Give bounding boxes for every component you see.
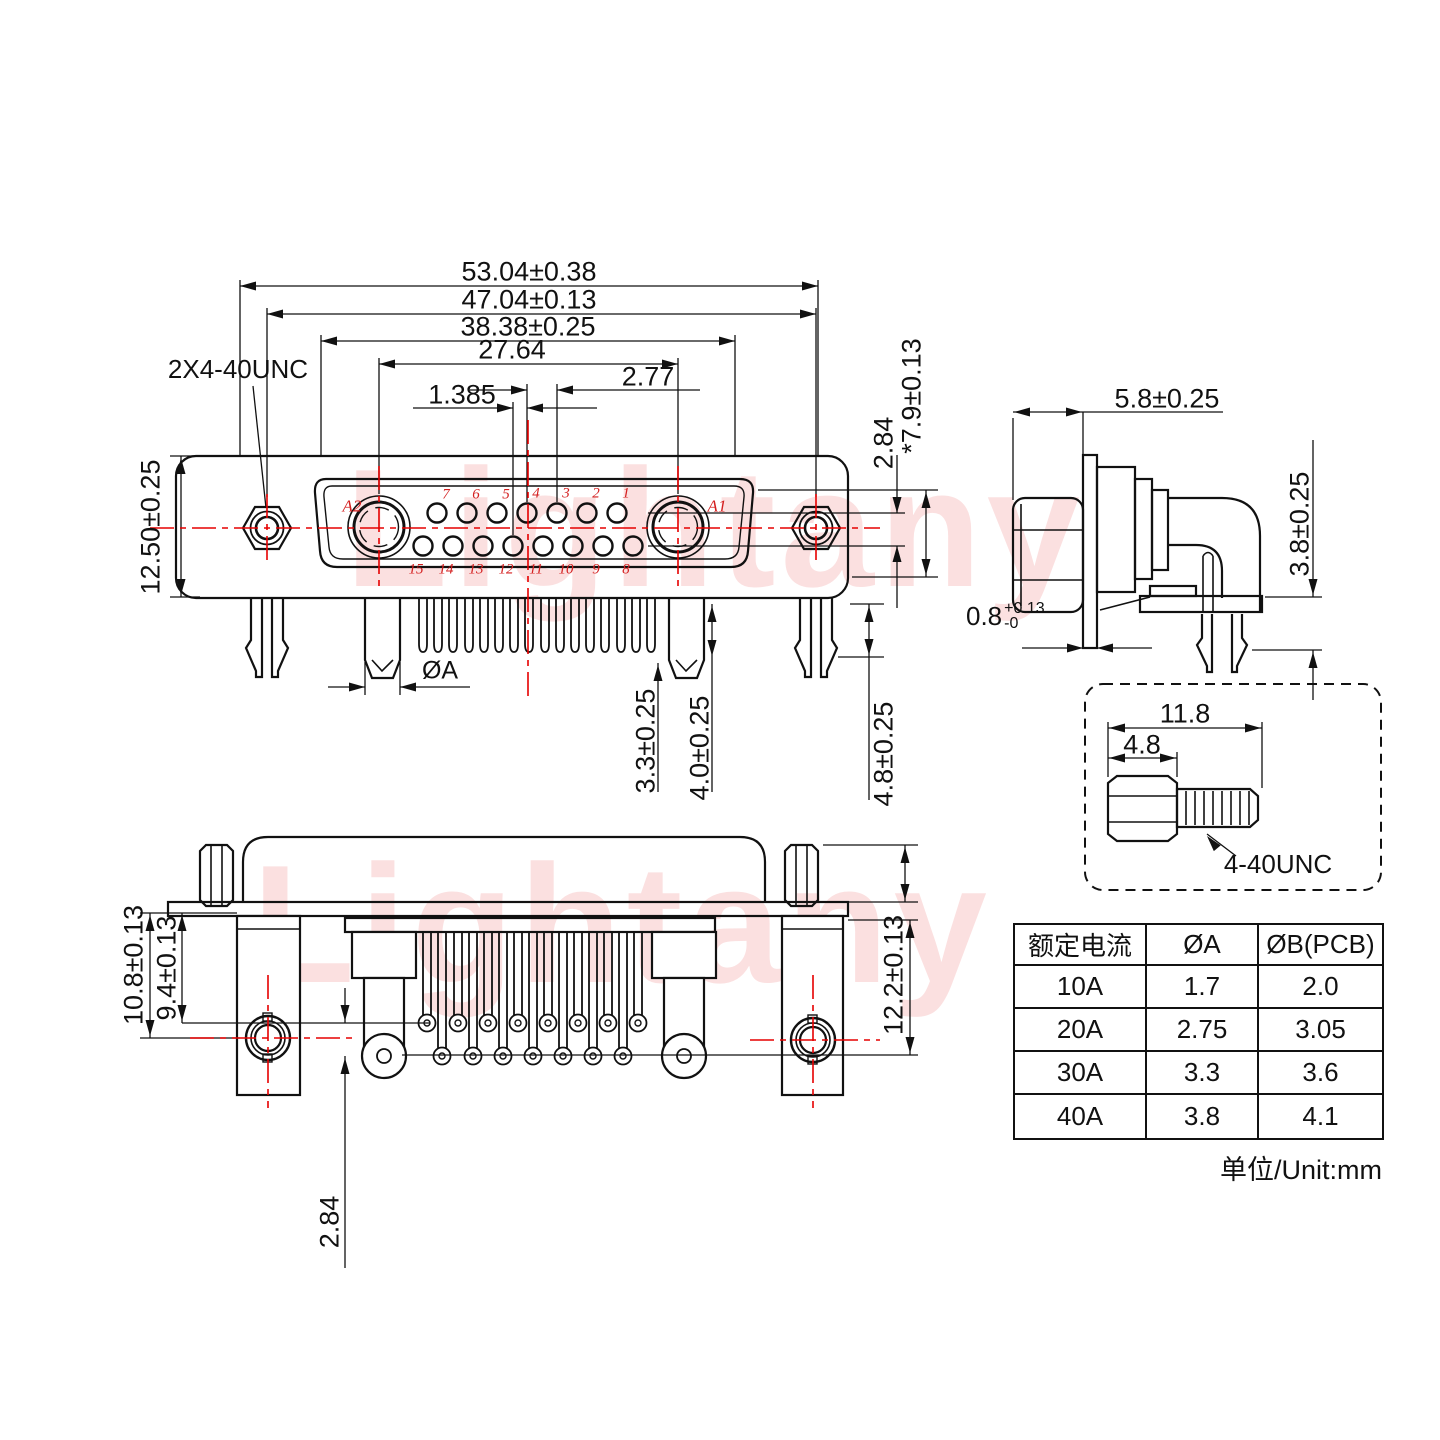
screw-detail [1084, 683, 1382, 891]
flange-tol-minus: -0 [1004, 615, 1019, 632]
table-row: 10A 1.7 2.0 [1013, 964, 1384, 1009]
cell-dia-a: 1.7 [1145, 964, 1259, 1009]
pin-label: 5 [502, 486, 510, 503]
unit-note: 单位/Unit:mm [1220, 1155, 1382, 1185]
cell-current: 10A [1013, 964, 1147, 1009]
table-row: 30A 3.3 3.6 [1013, 1050, 1384, 1095]
bottom-insulator-base [343, 916, 717, 934]
pin-label: 15 [408, 561, 424, 578]
dim-height-right: 12.2±0.13 [878, 915, 909, 1035]
side-elbow-outer [1168, 496, 1262, 612]
dim-screw-total: 11.8 [1159, 698, 1211, 729]
dim-overall-width: 53.04±0.38 [461, 256, 597, 287]
front-body-outline [174, 454, 850, 600]
flange-value: 0.8 [966, 601, 1003, 631]
dim-height-inner: 9.4±0.13 [151, 915, 182, 1021]
spec-header-dia-b: ØB(PCB) [1257, 923, 1384, 966]
pin-label: 14 [438, 561, 454, 578]
dim-body-height: 12.50±0.25 [135, 459, 166, 595]
dim-row-gap: 2.84 [868, 416, 899, 470]
contact-label-a1: A1 [707, 496, 727, 516]
pin-label: 4 [532, 485, 540, 502]
front-power-posts [363, 598, 706, 680]
signal-holes [412, 502, 644, 557]
dim-half-pitch: 1.385 [428, 379, 496, 410]
side-foot-plate [1138, 594, 1264, 614]
bottom-mount-brackets [235, 914, 845, 1097]
screw-threads [1185, 791, 1250, 825]
pin-label: 9 [592, 561, 600, 578]
flange-tolerance: +0.13 -0 [1004, 600, 1045, 632]
dim-flange-thickness: 0.8 +0.13 -0 [966, 600, 1045, 632]
screw-thread-label: 4-40UNC [1223, 849, 1333, 879]
cell-dia-a: 3.3 [1145, 1050, 1259, 1095]
spec-table: 额定电流 ØA ØB(PCB) 10A 1.7 2.0 20A 2.75 3.0… [1013, 923, 1384, 1140]
dim-tail-short: 3.3±0.25 [630, 688, 661, 794]
dim-cap-depth: 5.8±0.25 [1114, 383, 1220, 414]
dim-screw-head: 4.8 [1123, 729, 1161, 760]
cell-dia-a: 2.75 [1145, 1007, 1259, 1052]
pin-label: 8 [622, 561, 630, 578]
front-boardlocks [244, 598, 839, 679]
detail-frame [1084, 683, 1382, 891]
pin-label: 3 [562, 485, 570, 502]
pin-label: 10 [558, 561, 574, 578]
bottom-shell [241, 835, 767, 902]
side-boardlock [1195, 614, 1214, 674]
dim-tail-mid: 4.0±0.25 [684, 695, 715, 801]
dimension-lines [140, 280, 1322, 1268]
cell-current: 40A [1013, 1093, 1147, 1140]
side-view [1011, 453, 1264, 674]
pin-label: 7 [442, 486, 450, 503]
table-row: 40A 3.8 4.1 [1013, 1093, 1384, 1140]
centerlines [150, 420, 880, 1108]
spec-header-current: 额定电流 [1013, 923, 1147, 966]
table-row: 20A 2.75 3.05 [1013, 1007, 1384, 1052]
thread-spec-label: 2X4-40UNC [167, 354, 309, 384]
dim-height-outer: 10.8±0.13 [118, 905, 149, 1025]
pin-label: 11 [529, 561, 543, 578]
cell-current: 20A [1013, 1007, 1147, 1052]
cell-dia-b: 4.1 [1257, 1093, 1384, 1140]
cell-dia-b: 3.05 [1257, 1007, 1384, 1052]
pin-label: 12 [498, 561, 514, 578]
cell-current: 30A [1013, 1050, 1147, 1095]
cell-dia-a: 3.8 [1145, 1093, 1259, 1140]
dim-bottom-row-gap: 2.84 [314, 1195, 345, 1249]
side-flange [1081, 453, 1099, 650]
flange-tol-plus: +0.13 [1004, 600, 1045, 617]
bottom-hex-standoffs [198, 843, 820, 908]
bottom-signal-legs [417, 931, 648, 1066]
pin-label: 2 [592, 485, 600, 502]
bottom-power-posts [350, 930, 718, 1080]
screw-head [1106, 774, 1179, 843]
dim-bracket-offset: 3.8±0.25 [1284, 471, 1315, 577]
side-cap [1011, 496, 1085, 614]
spec-header-dia-a: ØA [1145, 923, 1259, 966]
cell-dia-b: 2.0 [1257, 964, 1384, 1009]
dsub-cutout-outer [313, 477, 755, 569]
side-elbow-inner [1168, 543, 1224, 598]
dim-contact-span: 27.64 [478, 334, 546, 365]
bottom-view [166, 835, 850, 1097]
front-signal-tails [418, 599, 656, 653]
dim-mount-width: 47.04±0.13 [461, 284, 597, 315]
bottom-plate [166, 900, 850, 918]
pin-label: 1 [622, 485, 630, 502]
contact-label-a2: A2 [342, 496, 362, 516]
screw-shaft [1175, 787, 1260, 829]
cell-dia-b: 3.6 [1257, 1050, 1384, 1095]
pin-label: 13 [468, 561, 484, 578]
dim-shell-width: 38.38±0.25 [460, 311, 596, 342]
dim-tail-long: 4.8±0.25 [868, 701, 899, 807]
pin-label: 6 [472, 486, 480, 503]
dim-contact-zone-height: *7.9±0.13 [896, 338, 927, 454]
dim-pitch: 2.77 [621, 361, 675, 392]
dsub-cutout-inner [323, 485, 745, 560]
dim-post-diameter: ØA [421, 656, 459, 685]
